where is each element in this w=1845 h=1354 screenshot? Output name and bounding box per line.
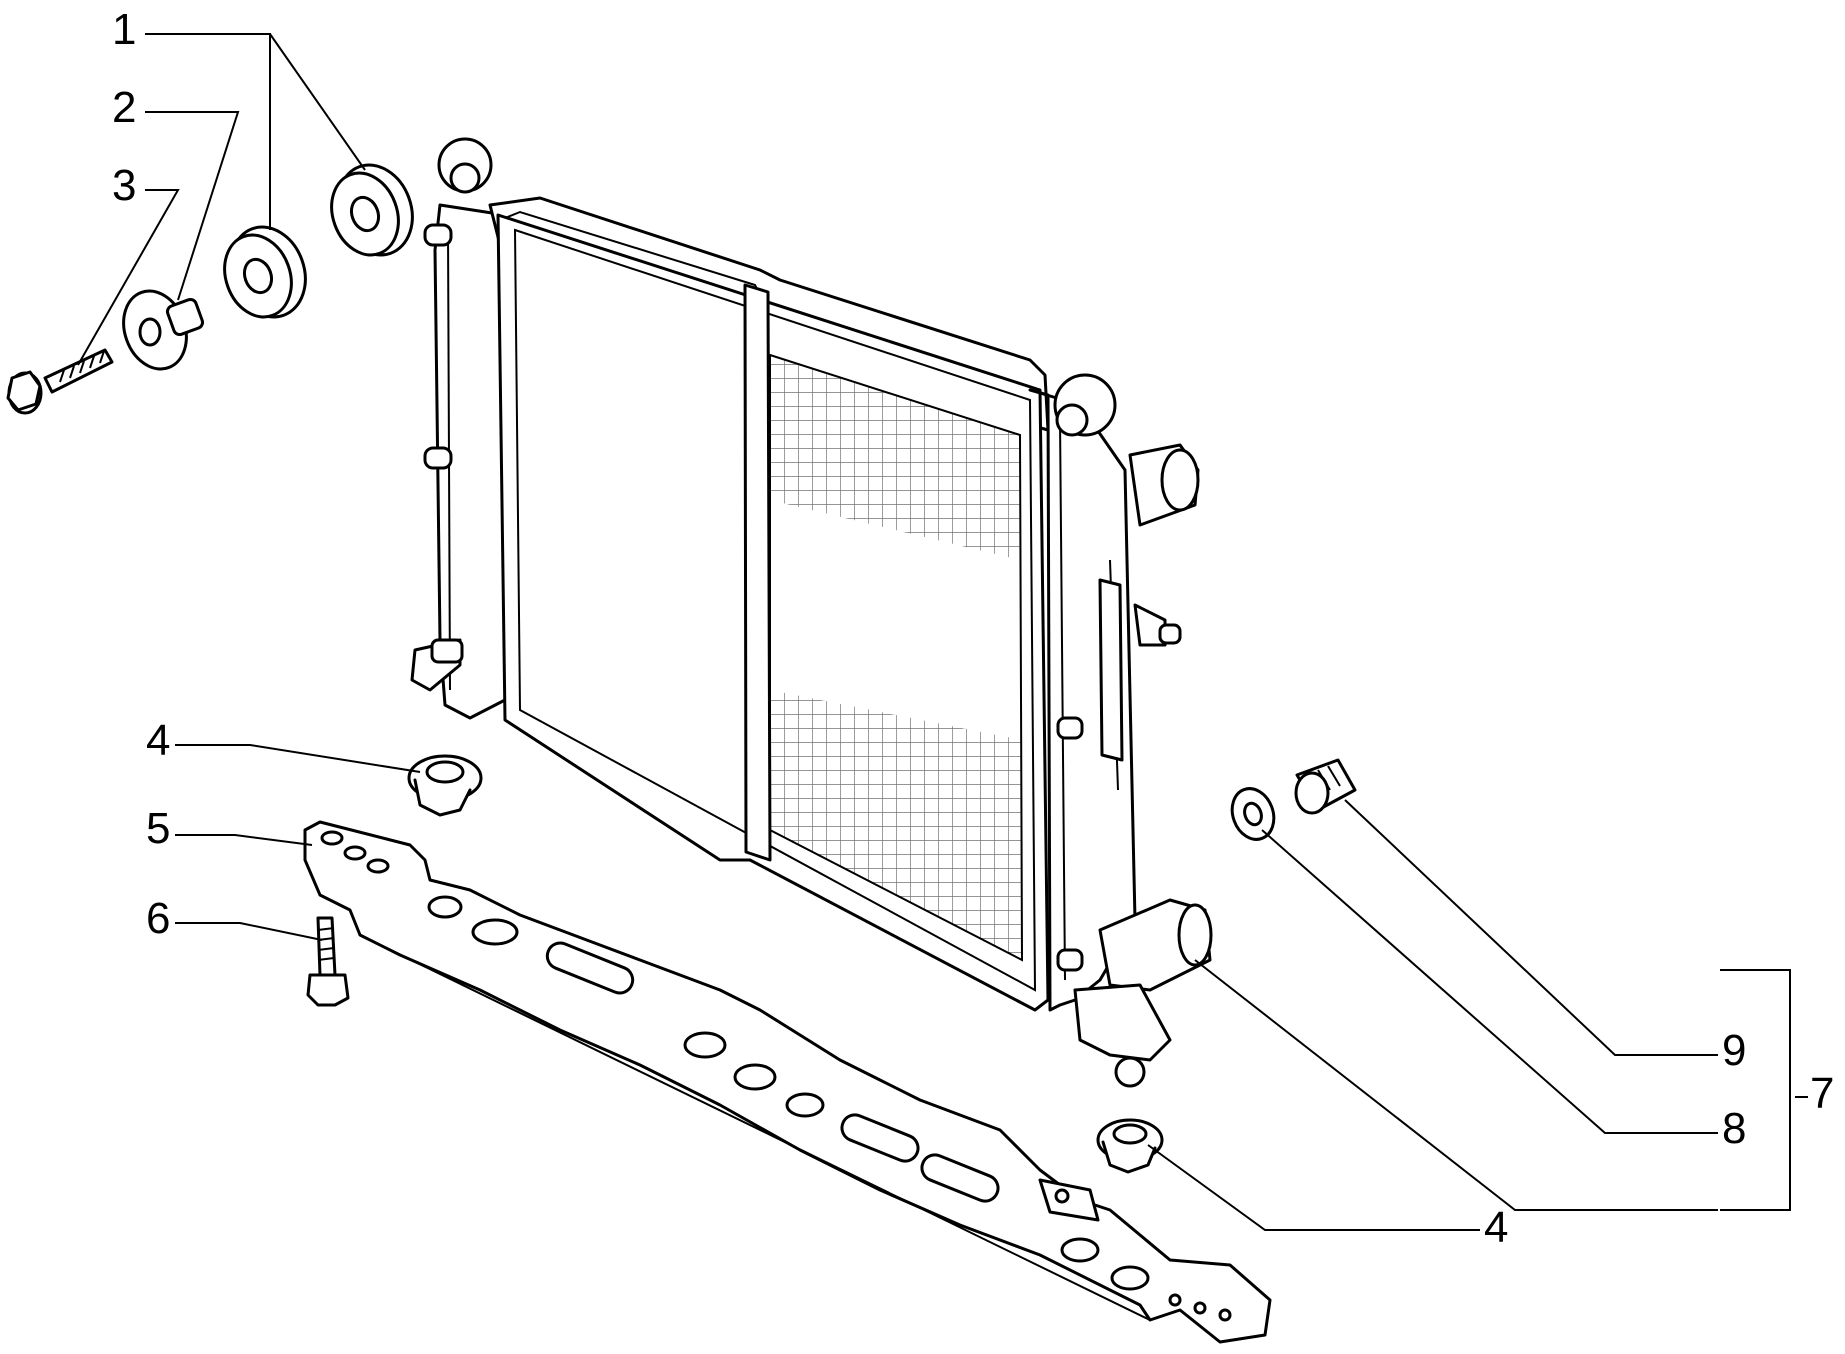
callout-1: 1	[112, 5, 136, 54]
callout-3: 3	[112, 161, 136, 210]
lower-bracket-part-5	[303, 820, 1272, 1344]
bush-sleeve-part-2	[122, 289, 205, 371]
drain-plug-part-9	[1294, 758, 1357, 815]
callout-6: 6	[146, 894, 170, 943]
leader-lines	[77, 33, 1808, 1231]
grommet-part-4-right	[1096, 1118, 1164, 1174]
callout-labels: 1 2 3 4 5 6 7 8 9 4	[112, 5, 1834, 1252]
callout-8: 8	[1722, 1104, 1746, 1153]
sealing-washer-part-8	[1230, 787, 1276, 841]
screw-part-6	[306, 916, 350, 1007]
callout-9: 9	[1722, 1026, 1746, 1075]
callout-4-left: 4	[146, 716, 170, 765]
callout-7: 7	[1810, 1069, 1834, 1118]
bolt-part-3	[6, 348, 114, 415]
callout-2: 2	[112, 83, 136, 132]
rubber-bush-part-1	[223, 163, 414, 319]
grommet-part-4-left	[407, 754, 483, 817]
callout-5: 5	[146, 804, 170, 853]
radiator-core	[410, 137, 1213, 1088]
callout-4-right: 4	[1484, 1203, 1508, 1252]
